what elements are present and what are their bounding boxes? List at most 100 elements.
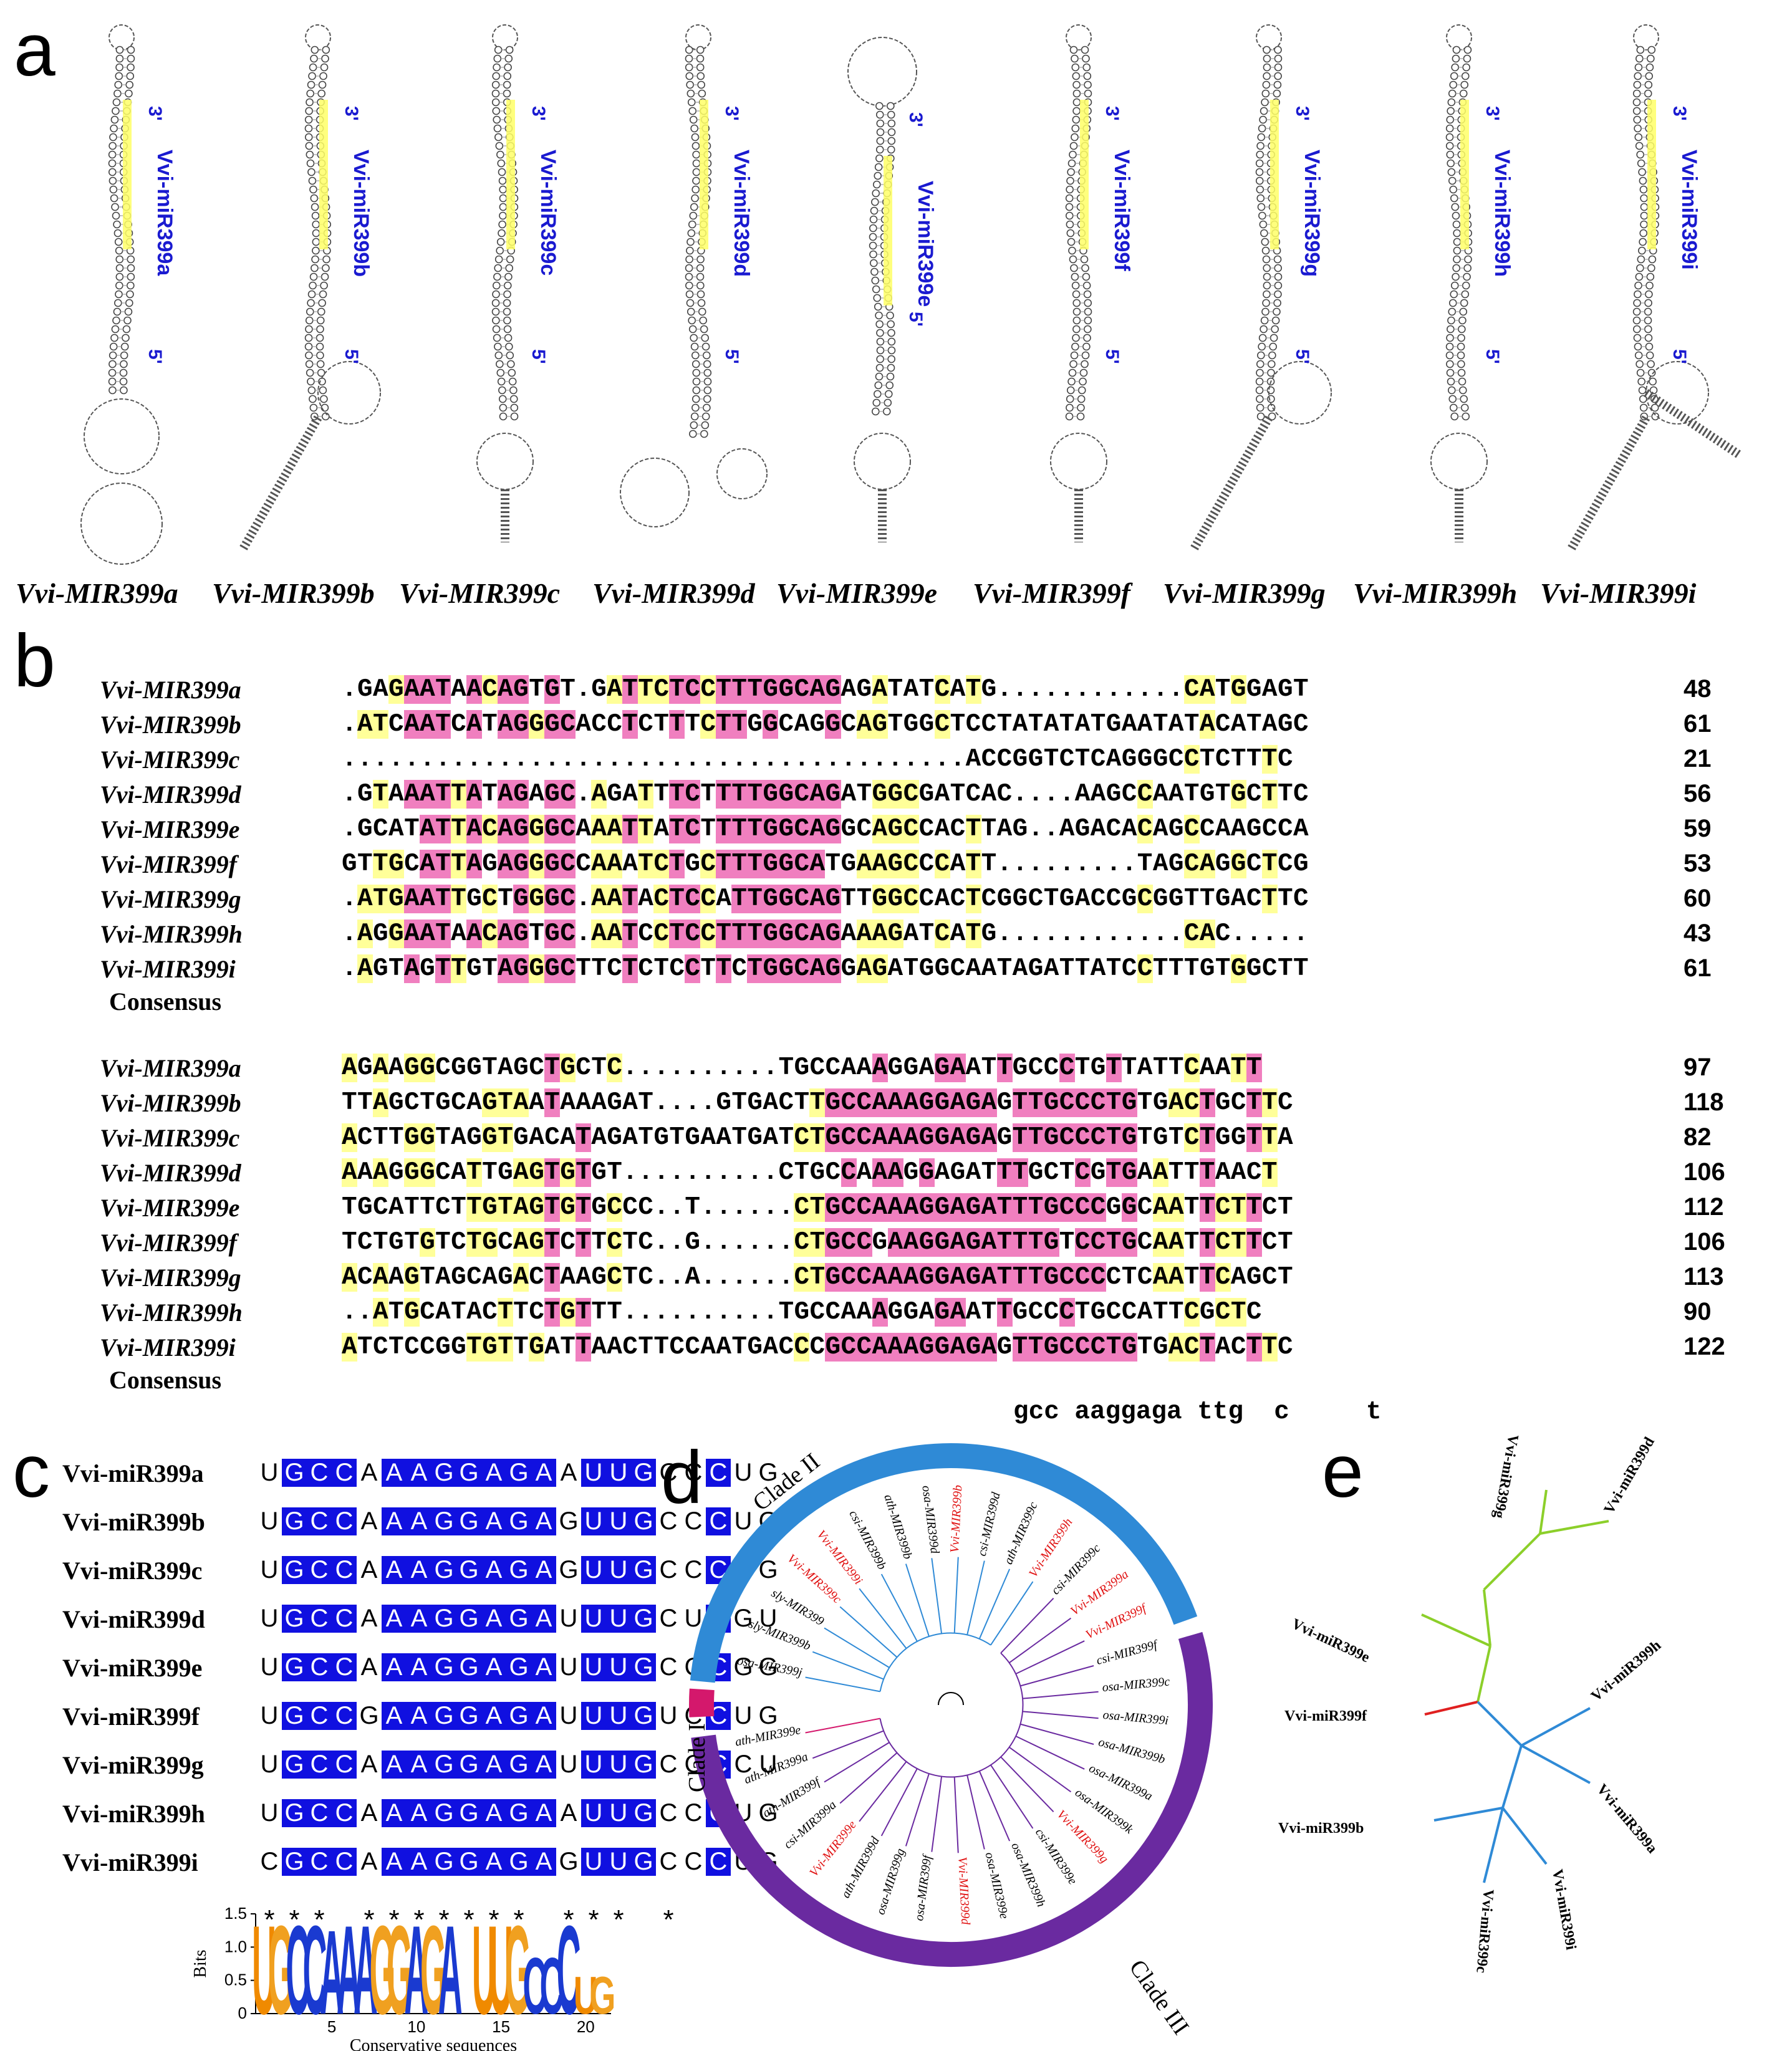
alignment-length: 56 bbox=[1684, 780, 1712, 807]
alignment-seq: .GTAAATTATAGAGC.AGATTTCTTTTGGCAGATGGCGAT… bbox=[342, 780, 1309, 809]
alignment-name: Vvi-MIR399d bbox=[100, 781, 241, 809]
tree-branch bbox=[1521, 1707, 1591, 1747]
tree-branch bbox=[978, 1568, 1011, 1640]
tree-branch bbox=[1020, 1723, 1094, 1745]
alignment-name: Vvi-MIR399g bbox=[100, 885, 241, 913]
tree-leaf-label: osa-MIR399g bbox=[874, 1847, 907, 1916]
alignment-seq: AAAGGGCATTGAGTGTGT..........CTGCCAAAGGAG… bbox=[342, 1158, 1278, 1187]
tree-branch bbox=[1000, 1597, 1054, 1654]
alignment-length: 61 bbox=[1684, 710, 1712, 737]
consensus-label: Consensus bbox=[109, 987, 222, 1016]
tree-branch bbox=[859, 1761, 907, 1822]
logo-letter: G bbox=[589, 1966, 615, 2026]
prime-3: 3' bbox=[341, 106, 362, 121]
tree-leaf-label: sly-MIR399 bbox=[769, 1587, 826, 1629]
panel-d-letter: d bbox=[661, 1436, 703, 1519]
logo-xlabel: Conservative sequences bbox=[350, 2036, 517, 2051]
hairpin-7 bbox=[1190, 24, 1332, 551]
tree-leaf-label: osa-MIR399h bbox=[1008, 1840, 1048, 1909]
logo-letter: C bbox=[303, 1900, 327, 2040]
mature-name: Vvi-miR399b bbox=[62, 1508, 205, 1536]
tree-branch bbox=[824, 1627, 890, 1668]
logo-ytick: 1.5 bbox=[224, 1904, 247, 1923]
tree-leaf-label: ath-MIR399e bbox=[734, 1723, 802, 1749]
hairpin-8 bbox=[1430, 24, 1488, 542]
clade-i-ring bbox=[689, 1688, 715, 1717]
precursor-label: Vvi-MIR399e bbox=[776, 577, 938, 609]
alignment-seq: ACAAGTAGCAGACTAAGCTC..A......CTGCCAAAGGA… bbox=[342, 1263, 1293, 1292]
logo-ylabel: Bits bbox=[191, 1949, 210, 1977]
logo-letter: A bbox=[320, 1905, 344, 2039]
tree-leaf-label: ath-MIR399a bbox=[742, 1750, 809, 1787]
prime-3: 3' bbox=[1292, 106, 1313, 121]
mature-name: Vvi-miR399h bbox=[62, 1800, 205, 1828]
alignment-name: Vvi-MIR399c bbox=[100, 1124, 240, 1152]
alignment-length: 118 bbox=[1684, 1088, 1724, 1116]
alignment-length: 59 bbox=[1684, 815, 1712, 842]
precursor-label: Vvi-MIR399d bbox=[592, 577, 755, 609]
tree-branch bbox=[905, 1563, 930, 1637]
prime-5: 5' bbox=[341, 349, 362, 364]
tree-branch bbox=[1539, 1520, 1609, 1535]
logo-letter: A bbox=[354, 1900, 378, 2040]
logo-ytick: 0 bbox=[238, 2004, 247, 2022]
tree-branch bbox=[1483, 1589, 1491, 1646]
consensus-sequence: gcc aaggaga ttg c t bbox=[1013, 1398, 1382, 1426]
clade-iii-ring bbox=[691, 1631, 1213, 1967]
mature-name: Vvi-miR399d bbox=[62, 1605, 205, 1633]
tree-branch bbox=[1433, 1807, 1503, 1822]
tree-branch bbox=[1022, 1711, 1099, 1719]
logo-letter: G bbox=[387, 1900, 413, 2040]
clade-ii-ring bbox=[690, 1443, 1198, 1683]
panel-e-letter: e bbox=[1322, 1429, 1364, 1513]
tree-leaf-label: osa-MIR399e bbox=[982, 1851, 1011, 1920]
alignment-name: Vvi-MIR399a bbox=[100, 1054, 241, 1082]
prime-5: 5' bbox=[528, 349, 549, 364]
logo-letter: A bbox=[337, 1900, 361, 2040]
logo-letter: U bbox=[574, 1966, 598, 2026]
alignment-seq: GTTGCATTAGAGGGCCAAATCTGCTTTGGCATGAAGCCCA… bbox=[342, 850, 1309, 878]
prime-5: 5' bbox=[145, 349, 165, 364]
tree-leaf-label: csi-MIR399d bbox=[975, 1491, 1003, 1558]
tree-branch bbox=[966, 1560, 985, 1635]
logo-xtick: 20 bbox=[577, 2017, 595, 2036]
alignment-name: Vvi-MIR399i bbox=[100, 1333, 236, 1362]
prime-3: 3' bbox=[1102, 106, 1122, 121]
logo-ytick: 1.0 bbox=[224, 1937, 247, 1956]
logo-letter: G bbox=[505, 1900, 531, 2040]
tree-branch bbox=[1483, 1532, 1541, 1591]
alignment-name: Vvi-MIR399h bbox=[100, 1299, 243, 1327]
tree-branch bbox=[1015, 1736, 1085, 1770]
unrooted-leaf-label: Vvi-miR399a bbox=[1593, 1781, 1660, 1856]
logo-letter: G bbox=[370, 1900, 396, 2040]
prime-5: 5' bbox=[1292, 349, 1313, 364]
precursor-label: Vvi-MIR399f bbox=[973, 577, 1130, 609]
tree-branch bbox=[824, 1742, 890, 1783]
tree-branch bbox=[1483, 1807, 1504, 1883]
hairpin-6 bbox=[1050, 24, 1107, 542]
prime-3: 3' bbox=[1669, 106, 1690, 121]
tree-branch bbox=[1000, 1756, 1054, 1813]
tree-branch bbox=[839, 1752, 898, 1804]
logo-letter: U bbox=[252, 1900, 276, 2040]
alignment-length: 48 bbox=[1684, 675, 1712, 703]
tree-branch bbox=[953, 1557, 959, 1633]
alignment-length: 97 bbox=[1684, 1054, 1712, 1081]
tree-branch bbox=[1008, 1617, 1072, 1664]
logo-letter: C bbox=[557, 1900, 581, 2040]
alignment-name: Vvi-MIR399f bbox=[100, 1229, 237, 1257]
logo-letter: G bbox=[268, 1900, 294, 2040]
hairpin-9 bbox=[1567, 24, 1742, 551]
logo-letter: C bbox=[540, 1941, 564, 2030]
prime-3: 3' bbox=[145, 106, 165, 121]
prime-3: 3' bbox=[721, 106, 742, 121]
mature-label: Vvi-miR399c bbox=[536, 150, 560, 276]
mature-label: Vvi-miR399f bbox=[1110, 150, 1134, 271]
alignment-seq: ATCTCCGGTGTTGATTAACTTCCAATGACCCGCCAAAGGA… bbox=[342, 1333, 1293, 1362]
tree-branch bbox=[978, 1770, 1011, 1842]
